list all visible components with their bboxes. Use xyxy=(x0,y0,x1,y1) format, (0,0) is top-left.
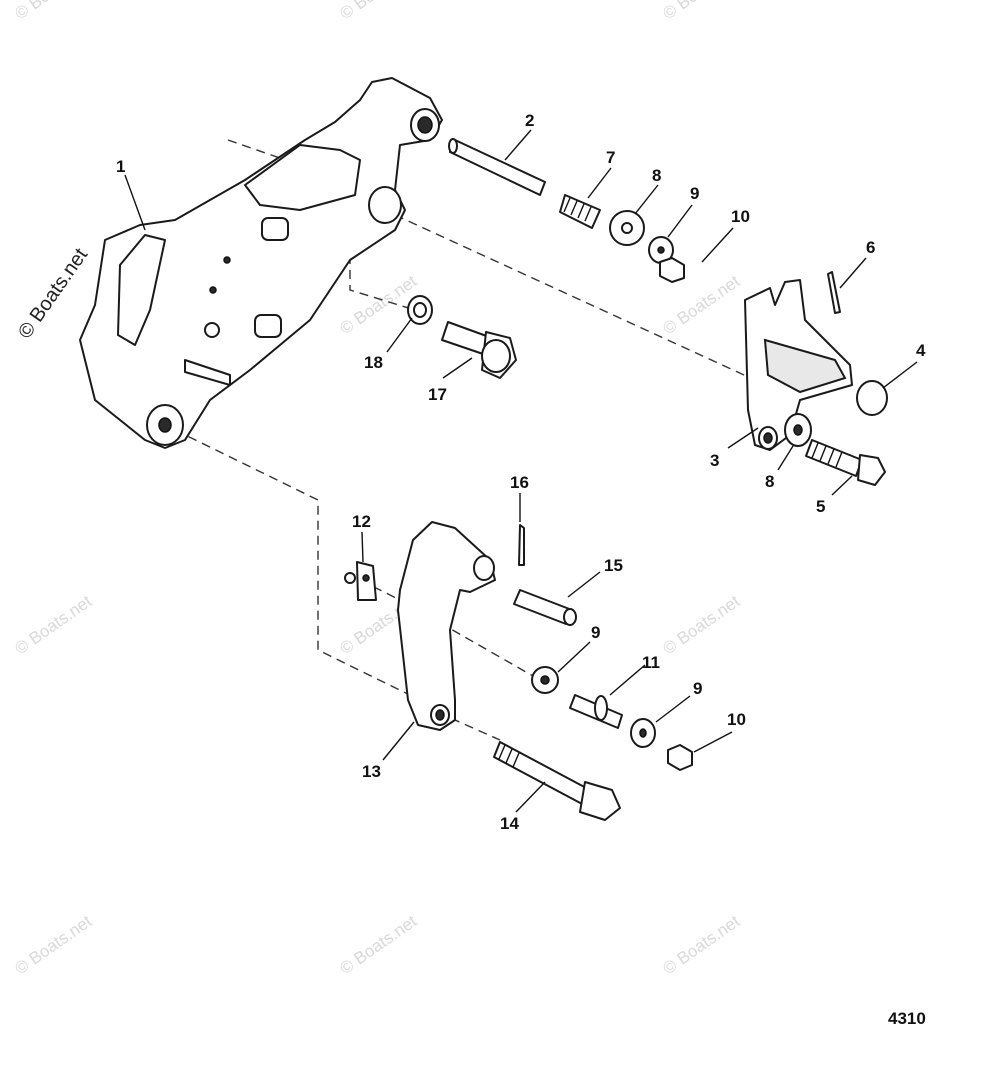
callout-16: 16 xyxy=(510,473,529,492)
watermark-primary: © Boats.net xyxy=(14,244,92,343)
part-9-washer-middle xyxy=(531,666,559,694)
part-13-arm xyxy=(397,521,496,731)
part-6-cotter-pin xyxy=(827,271,841,314)
callout-12: 12 xyxy=(352,512,371,531)
watermark: © Boats.net xyxy=(659,591,743,658)
watermark: © Boats.net xyxy=(11,591,95,658)
part-16-cotter-pin xyxy=(518,524,525,566)
part-17-bolt xyxy=(441,321,517,379)
callout-9: 9 xyxy=(591,623,600,642)
watermark: © Boats.net xyxy=(11,911,95,978)
watermark: © Boats.net xyxy=(659,0,743,23)
part-3-latch xyxy=(744,279,853,451)
callout-18: 18 xyxy=(364,353,383,372)
part-10-nut-lower xyxy=(667,744,693,771)
part-4-cap xyxy=(856,380,888,416)
callout-10: 10 xyxy=(731,207,750,226)
callout-7: 7 xyxy=(606,148,615,167)
figure-number: 4310 xyxy=(888,1009,926,1028)
callout-15: 15 xyxy=(604,556,623,575)
callout-5: 5 xyxy=(816,497,825,516)
watermark: © Boats.net xyxy=(659,911,743,978)
part-18-lock-washer xyxy=(407,295,433,325)
callout-4: 4 xyxy=(916,341,926,360)
part-8-washer-upper xyxy=(609,210,645,246)
callout-8: 8 xyxy=(652,166,661,185)
leader-lines xyxy=(124,129,918,813)
part-14-bolt xyxy=(493,741,621,821)
watermark: © Boats.net xyxy=(336,911,420,978)
callout-labels: 1 2 3 4 5 6 7 8 8 9 9 9 10 10 11 12 13 1… xyxy=(116,111,926,833)
part-9-washer-lower xyxy=(630,718,656,748)
part-5-bolt xyxy=(805,439,886,486)
callout-17: 17 xyxy=(428,385,447,404)
callout-14: 14 xyxy=(500,814,519,833)
callout-11: 11 xyxy=(642,653,660,672)
callout-13: 13 xyxy=(362,762,381,781)
part-1-bracket xyxy=(79,77,443,449)
callout-10: 10 xyxy=(727,710,746,729)
callout-6: 6 xyxy=(866,238,875,257)
watermark: © Boats.net xyxy=(336,0,420,23)
watermark: © Boats.net xyxy=(11,0,95,23)
callout-8: 8 xyxy=(765,472,774,491)
part-11-stud xyxy=(569,694,623,729)
callout-2: 2 xyxy=(525,111,534,130)
part-10-nut-upper xyxy=(659,257,685,283)
part-2-stud xyxy=(448,138,546,196)
callout-1: 1 xyxy=(116,157,125,176)
callout-3: 3 xyxy=(710,451,719,470)
part-12-clip xyxy=(344,561,377,601)
callout-9: 9 xyxy=(690,184,699,203)
part-15-pin xyxy=(513,589,577,626)
part-7-spring xyxy=(559,194,601,229)
part-8-washer-lower xyxy=(784,413,812,447)
callout-9: 9 xyxy=(693,679,702,698)
